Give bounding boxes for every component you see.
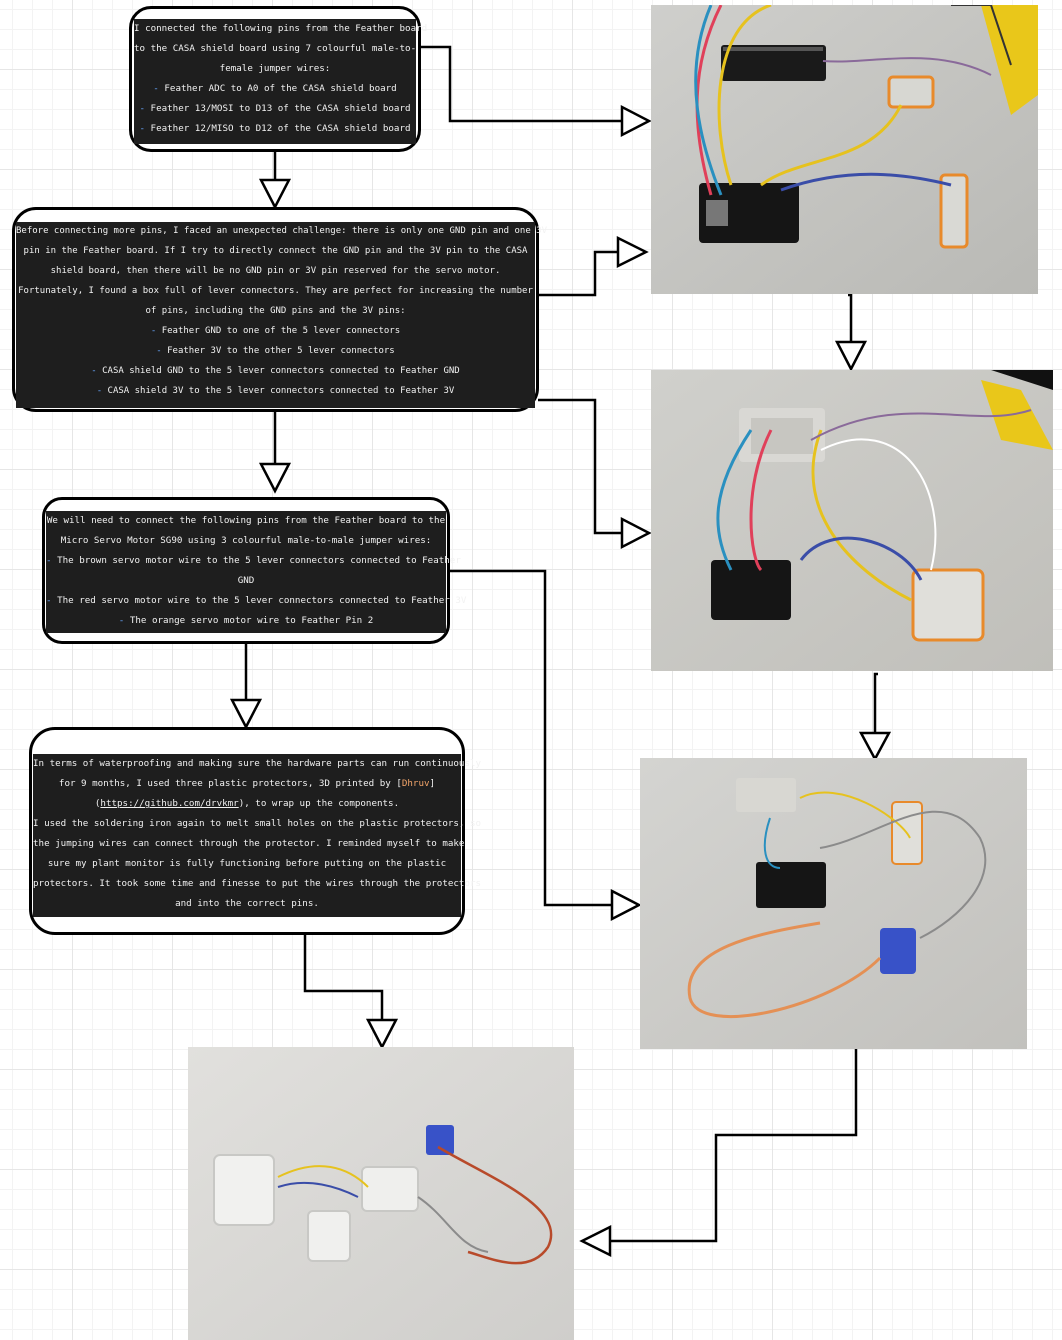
note-line: of pins, including the GND pins and the … <box>145 306 406 316</box>
bullet-dash: - <box>96 386 103 396</box>
bullet-dash: - <box>46 595 52 606</box>
arrowhead-photo4-top <box>365 1018 399 1050</box>
connector-photo3-photo4 <box>610 1049 858 1243</box>
note-text: ( <box>94 798 101 809</box>
note-line: - Feather ADC to A0 of the CASA shield b… <box>153 83 397 94</box>
note-line: - The orange servo motor wire to Feather… <box>118 615 374 626</box>
bullet-dash: - <box>139 123 146 134</box>
bullet-dash: - <box>150 326 157 336</box>
bullet-dash: - <box>139 103 146 114</box>
note-line: Micro Servo Motor SG90 using 3 colourful… <box>60 535 432 546</box>
note-line: - CASA shield 3V to the 5 lever connecto… <box>96 386 455 396</box>
connector-note2-photo1 <box>538 250 618 297</box>
note-line: Before connecting more pins, I faced an … <box>16 226 548 236</box>
note-line: - CASA shield GND to the 5 lever connect… <box>91 366 460 376</box>
note-waterproofing: In terms of waterproofing and making sur… <box>29 727 482 935</box>
note-line: protectors. It took some time and finess… <box>33 878 482 889</box>
note-line: We will need to connect the following pi… <box>46 515 446 526</box>
note-text: for 9 months, I used three plastic prote… <box>58 778 402 789</box>
note-line: - The brown servo motor wire to the 5 le… <box>46 555 461 566</box>
connector-note1-photo1 <box>420 45 622 123</box>
arrowhead-note3 <box>258 462 292 494</box>
arrowhead-photo3-top <box>858 731 892 762</box>
note-line: shield board, then there will be no GND … <box>50 266 501 276</box>
note-line: In terms of waterproofing and making sur… <box>33 758 482 769</box>
arrowhead-note2 <box>258 178 292 210</box>
bullet-dash: - <box>153 83 159 94</box>
photo-jumper-wires <box>651 5 1038 294</box>
note-line: for 9 months, I used three plastic prote… <box>33 777 461 797</box>
note-servo-wiring: We will need to connect the following pi… <box>42 497 467 644</box>
arrowhead-photo4-side <box>579 1224 612 1258</box>
note-line: female jumper wires: <box>219 63 331 74</box>
arrowhead-photo2-top <box>834 340 868 372</box>
note-line: - Feather 13/MOSI to D13 of the CASA shi… <box>139 103 411 114</box>
bullet-dash: - <box>118 615 125 626</box>
note-text: ] <box>429 778 436 789</box>
note-feather-to-casa: I connected the following pins from the … <box>129 6 428 152</box>
note-line: - Feather 12/MISO to D12 of the CASA shi… <box>139 123 411 134</box>
note-line: sure my plant monitor is fully functioni… <box>47 858 447 869</box>
photo-lever-connectors <box>651 370 1053 671</box>
arrowhead-photo1-a <box>620 104 652 138</box>
note-line: to the CASA shield board using 7 colourf… <box>134 43 417 54</box>
note-line: GND <box>237 575 255 586</box>
connector-photo1-photo2 <box>848 293 853 342</box>
bullet-dash: - <box>156 346 162 356</box>
note-line: - Feather GND to one of the 5 lever conn… <box>150 326 401 336</box>
github-link[interactable]: https://github.com/drvkmr <box>100 798 239 809</box>
note-line: (https://github.com/drvkmr), to wrap up … <box>33 797 461 817</box>
note-lever-connectors: Before connecting more pins, I faced an … <box>12 207 548 412</box>
note-text-block: I connected the following pins from the … <box>134 19 428 144</box>
author-name: Dhruv <box>401 778 430 789</box>
note-line: pin in the Feather board. If I try to di… <box>23 246 528 256</box>
note-line: - Feather 3V to the other 5 lever connec… <box>156 346 395 356</box>
note-text-block: Before connecting more pins, I faced an … <box>16 222 548 408</box>
bullet-dash: - <box>46 555 52 566</box>
note-line: I connected the following pins from the … <box>134 23 428 34</box>
arrowhead-note4 <box>229 698 263 730</box>
arrowhead-photo1-b <box>616 235 649 269</box>
connector-note2-photo2 <box>538 398 622 535</box>
bullet-dash: - <box>91 366 97 376</box>
note-line: and into the correct pins. <box>175 898 319 909</box>
note-text-block: In terms of waterproofing and making sur… <box>33 754 482 917</box>
note-text-block: We will need to connect the following pi… <box>46 511 467 633</box>
note-text: ), to wrap up the components. <box>238 798 400 809</box>
note-line: I used the soldering iron again to melt … <box>33 818 482 829</box>
note-line: Fortunately, I found a box full of lever… <box>18 286 533 296</box>
arrowhead-photo2 <box>620 516 652 550</box>
arrowhead-photo3 <box>610 888 642 922</box>
connector-note3-photo3 <box>448 569 612 907</box>
note-line: - The red servo motor wire to the 5 leve… <box>46 595 467 606</box>
photo-protected-assembly <box>188 1047 574 1340</box>
connector-photo2-photo3 <box>873 672 878 733</box>
photo-servo-motor <box>640 758 1027 1049</box>
connector-note4-photo4 <box>303 934 384 1020</box>
note-line: the jumping wires can connect through th… <box>33 838 465 849</box>
